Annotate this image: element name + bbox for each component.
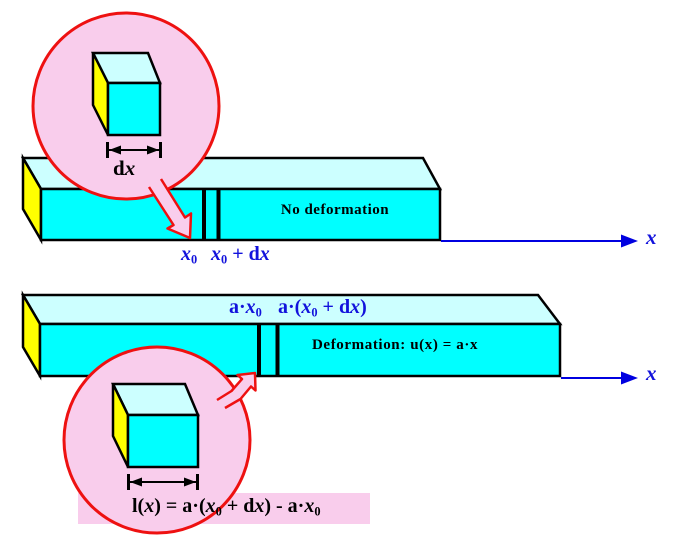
bottom-volume-element-cube bbox=[111, 382, 200, 469]
top-dx-label: dx bbox=[113, 156, 136, 180]
top-dx-dimension-arrow bbox=[106, 142, 162, 158]
bottom-x-axis-arrowhead-icon bbox=[621, 371, 638, 385]
bottom-x-axis-label: x bbox=[646, 361, 657, 385]
top-x-axis-arrowhead-icon bbox=[621, 234, 638, 248]
a-x0-plus-dx-tick-label: a·(x0 + dx) bbox=[278, 296, 367, 320]
no-deformation-label: No deformation bbox=[280, 202, 390, 218]
a-x0-tick-label: a·x0 bbox=[229, 296, 262, 320]
deformation-equation-label: Deformation: u(x) = a·x bbox=[312, 337, 479, 353]
bottom-magnifier-pointer-arrow-icon bbox=[216, 371, 257, 410]
top-cube-front-face bbox=[106, 81, 162, 137]
length-formula-label: l(x) = a·(x0 + dx) - a·x0 bbox=[132, 495, 321, 519]
x0-plus-dx-tick-label: x0 + dx bbox=[211, 243, 270, 267]
top-magnifier-pointer-arrow-icon bbox=[147, 178, 193, 240]
x0-tick-label: x0 bbox=[181, 243, 198, 267]
bottom-cube-front-face bbox=[126, 413, 200, 469]
top-x-axis bbox=[441, 234, 638, 248]
bottom-dx-dimension-arrow bbox=[127, 474, 199, 490]
top-volume-element-cube bbox=[90, 51, 162, 137]
bottom-x-axis bbox=[561, 371, 638, 385]
top-x-axis-label: x bbox=[646, 225, 657, 249]
